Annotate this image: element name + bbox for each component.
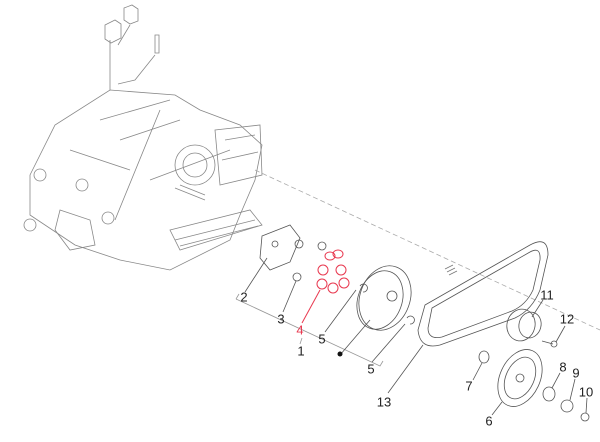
part-4-rollers	[301, 249, 350, 324]
engine-assembly	[23, 4, 263, 271]
callout-9[interactable]: 9	[572, 365, 580, 381]
callout-3[interactable]: 3	[277, 311, 285, 327]
callout-13[interactable]: 13	[376, 394, 392, 410]
part-12-bolt	[541, 325, 566, 348]
callout-4[interactable]: 4	[296, 322, 304, 338]
callout-5a[interactable]: 5	[318, 331, 326, 347]
callout-12[interactable]: 12	[559, 311, 575, 327]
callout-2[interactable]: 2	[240, 289, 248, 305]
callout-6[interactable]: 6	[485, 413, 493, 429]
part-13-belt	[387, 241, 549, 394]
callout-11[interactable]: 11	[540, 287, 554, 303]
part-2-ramp-plate	[244, 224, 301, 293]
callout-8[interactable]: 8	[559, 359, 567, 375]
callout-5b[interactable]: 5	[367, 361, 375, 377]
part-11-pulley	[506, 299, 544, 342]
callout-10[interactable]: 10	[578, 384, 594, 400]
part-1-movable-pulley	[339, 265, 412, 356]
part-3-sliders	[282, 239, 327, 313]
callout-7[interactable]: 7	[465, 378, 473, 394]
part-6-fan-pulley	[491, 349, 543, 416]
callout-1[interactable]: 1	[297, 343, 305, 359]
